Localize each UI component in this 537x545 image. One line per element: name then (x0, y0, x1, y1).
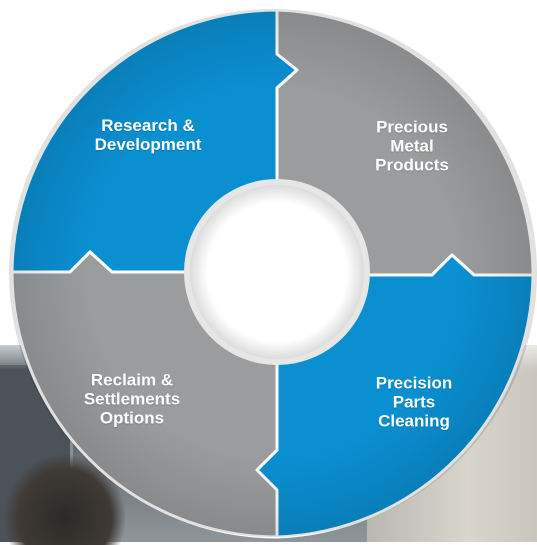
label-research-development: Research & Development (95, 116, 202, 154)
center-hole (190, 185, 364, 359)
label-precious-metal-products: Precious Metal Products (375, 118, 449, 175)
label-line: Precision (375, 373, 453, 393)
label-line: Cleaning (378, 411, 450, 431)
label-line: Reclaim & (90, 370, 174, 390)
label-reclaim-settlements-options: Reclaim & Settlements Options (84, 371, 180, 428)
label-line: Research & (101, 116, 195, 135)
label-line: Settlements (83, 389, 181, 409)
label-line: Precious (376, 117, 448, 137)
label-line: Options (99, 408, 165, 428)
label-line: Metal (390, 136, 434, 156)
label-line: Development (94, 135, 202, 154)
label-precision-parts-cleaning: Precision Parts Cleaning (376, 374, 453, 431)
label-line: Parts (392, 392, 436, 412)
label-line: Products (375, 155, 449, 175)
